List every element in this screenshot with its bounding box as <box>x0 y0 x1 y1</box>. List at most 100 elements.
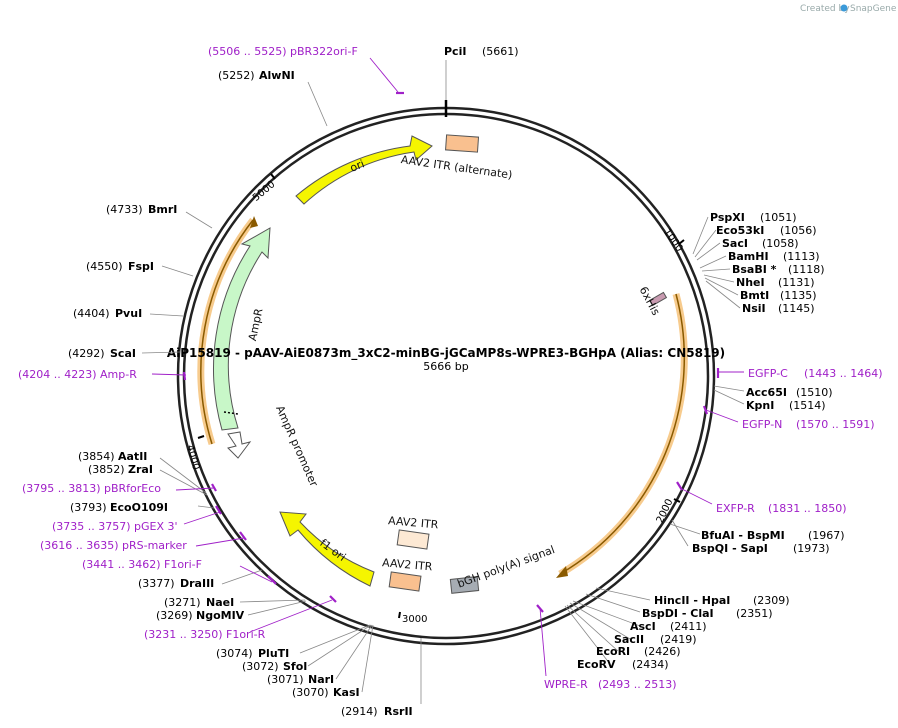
site-bmti[interactable]: BmtI (1135) <box>740 289 817 302</box>
tick-3000 <box>398 611 401 619</box>
site-bfuai-bspmi[interactable]: BfuAI - BspMI (1967) <box>701 529 845 542</box>
primer-range: (3441 .. 3462) <box>82 558 161 571</box>
site-kasi[interactable]: (3070) KasI <box>292 686 360 699</box>
site-pos: (1967) <box>808 529 845 542</box>
site-nari[interactable]: (3071) NarI <box>267 673 334 686</box>
tick-label-1000: 1000 <box>661 227 685 254</box>
site-pos: (4733) <box>106 203 143 216</box>
restriction-sites: PciI (5661) (5252) AlwNI (4733) BmrI (45… <box>68 45 845 718</box>
site-name: Acc65I <box>746 386 787 399</box>
bgh-polya-box[interactable] <box>449 576 480 594</box>
site-pos: (2434) <box>632 658 669 671</box>
site-name: RsrII <box>384 705 413 718</box>
site-ecori[interactable]: EcoRI (2426) <box>596 645 681 658</box>
credit-app: SnapGene <box>850 4 897 14</box>
aav2-itr-alternate-box[interactable] <box>445 134 480 153</box>
site-ecorv[interactable]: EcoRV (2434) <box>577 658 669 671</box>
primer-exfp-r[interactable]: EXFP-R (1831 .. 1850) <box>716 502 847 515</box>
site-pos: (3271) <box>164 596 201 609</box>
site-pos: (3269) <box>156 609 193 622</box>
f1-ori-arrow[interactable] <box>279 511 375 587</box>
site-acc65i[interactable]: Acc65I (1510) <box>746 386 833 399</box>
site-ecoo109i[interactable]: (3793) EcoO109I <box>70 501 168 514</box>
site-name: KpnI <box>746 399 774 412</box>
orange-left-arrow-head <box>250 216 258 228</box>
ori-arrow[interactable] <box>295 135 433 205</box>
primer-prs-marker[interactable]: (3616 .. 3635) pRS-marker <box>40 539 187 552</box>
site-eco53ki[interactable]: Eco53kI (1056) <box>716 224 817 237</box>
primer-f1ori-f[interactable]: (3441 .. 3462) F1ori-F <box>82 558 202 571</box>
snapgene-credit: Created by SnapGene <box>800 4 897 14</box>
primer-amp-r[interactable]: (4204 .. 4223) Amp-R <box>18 368 137 381</box>
site-bsabi[interactable]: BsaBI * (1118) <box>732 263 825 276</box>
site-bmri[interactable]: (4733) BmrI <box>106 203 177 216</box>
ampr-label: AmpR <box>246 307 266 342</box>
site-saci[interactable]: SacI (1058) <box>722 237 799 250</box>
site-ngomiv[interactable]: (3269) NgoMIV <box>156 609 245 622</box>
site-aatii[interactable]: (3854) AatII <box>78 450 147 463</box>
site-rsrii[interactable]: (2914) RsrII <box>341 705 413 718</box>
site-pcii[interactable]: PciI (5661) <box>444 45 519 58</box>
site-sfoi[interactable]: (3072) SfoI <box>242 660 307 673</box>
site-naei[interactable]: (3271) NaeI <box>164 596 234 609</box>
site-fspi[interactable]: (4550) FspI <box>86 260 154 273</box>
site-name: DraIII <box>180 577 214 590</box>
site-pos: (1113) <box>783 250 820 263</box>
site-pvui[interactable]: (4404) PvuI <box>73 307 142 320</box>
site-name: HincII - HpaI <box>654 594 730 607</box>
site-pos: (4550) <box>86 260 123 273</box>
orange-region-right <box>558 293 688 578</box>
primer-pbrforeco[interactable]: (3795 .. 3813) pBRforEco <box>22 482 161 495</box>
site-pspxi[interactable]: PspXI (1051) <box>710 211 797 224</box>
site-alwni[interactable]: (5252) AlwNI <box>218 69 295 82</box>
primer-pbr322ori-f[interactable]: (5506 .. 5525) pBR322ori-F <box>208 45 358 58</box>
site-pos: (1056) <box>780 224 817 237</box>
site-kpni[interactable]: KpnI (1514) <box>746 399 826 412</box>
site-bamhi[interactable]: BamHI (1113) <box>728 250 820 263</box>
aav2-itr-box-1[interactable] <box>396 529 430 550</box>
primer-egfp-c[interactable]: EGFP-C (1443 .. 1464) <box>748 367 883 380</box>
primer-range: (3616 .. 3635) <box>40 539 119 552</box>
primer-wpre-r[interactable]: WPRE-R (2493 .. 2513) <box>544 678 677 691</box>
site-zrai[interactable]: (3852) ZraI <box>88 463 153 476</box>
site-bspdi-clai[interactable]: BspDI - ClaI (2351) <box>642 607 773 620</box>
primer-egfp-n[interactable]: EGFP-N (1570 .. 1591) <box>742 418 875 431</box>
site-pos: (2411) <box>670 620 707 633</box>
site-bspqi-sapi[interactable]: BspQI - SapI (1973) <box>692 542 830 555</box>
primer-pgex-3[interactable]: (3735 .. 3757) pGEX 3' <box>52 520 178 533</box>
site-name: BmrI <box>148 203 177 216</box>
site-nhei[interactable]: NheI (1131) <box>736 276 815 289</box>
ampr-promoter-arrow[interactable] <box>227 431 252 459</box>
site-name: FspI <box>128 260 154 273</box>
site-pluti[interactable]: (3074) PluTI <box>216 647 289 660</box>
site-scai[interactable]: (4292) ScaI <box>68 347 136 360</box>
aav2-itr-box-2[interactable] <box>388 571 422 592</box>
site-name: BsaBI * <box>732 263 777 276</box>
primer-range: (5506 .. 5525) <box>208 45 287 58</box>
primer-marks <box>182 91 720 613</box>
site-asci[interactable]: AscI (2411) <box>630 620 707 633</box>
site-name: PspXI <box>710 211 745 224</box>
site-name: EcoO109I <box>110 501 168 514</box>
site-pos: (3072) <box>242 660 279 673</box>
site-name: BspDI - ClaI <box>642 607 714 620</box>
ampr-arrow[interactable] <box>213 227 271 431</box>
site-pos: (5252) <box>218 69 255 82</box>
site-pos: (3070) <box>292 686 329 699</box>
site-pos: (3854) <box>78 450 115 463</box>
site-name: NheI <box>736 276 765 289</box>
primer-range: (3735 .. 3757) <box>52 520 131 533</box>
primer-name: WPRE-R <box>544 678 588 691</box>
site-draiii[interactable]: (3377) DraIII <box>138 577 214 590</box>
site-sacii[interactable]: SacII (2419) <box>614 633 697 646</box>
site-name: Eco53kI <box>716 224 764 237</box>
site-hincii-hpai[interactable]: HincII - HpaI (2309) <box>654 594 790 607</box>
site-nsii[interactable]: NsiI (1145) <box>742 302 815 315</box>
primer-f1ori-r[interactable]: (3231 .. 3250) F1ori-R <box>144 628 266 641</box>
tick-label-3000: 3000 <box>402 614 427 625</box>
primer-range: (3231 .. 3250) <box>144 628 223 641</box>
his-tag-box[interactable] <box>648 291 668 307</box>
site-pos: (2309) <box>753 594 790 607</box>
primer-range: (4204 .. 4223) <box>18 368 97 381</box>
